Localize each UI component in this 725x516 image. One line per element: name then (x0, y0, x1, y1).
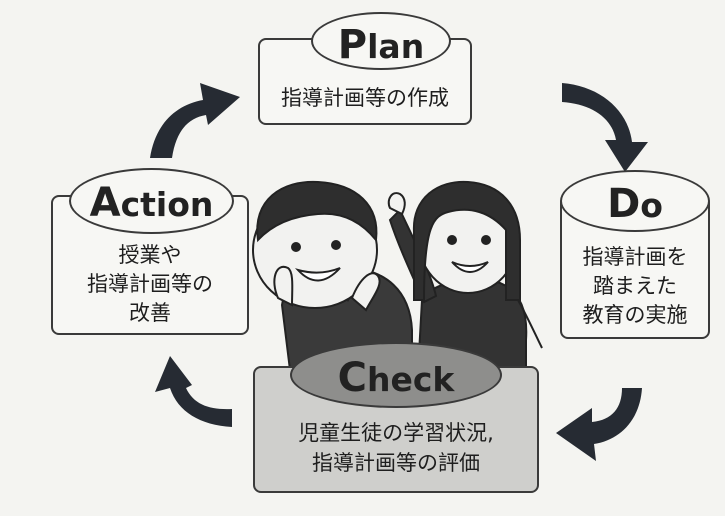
check-label-rest: heck (366, 360, 455, 399)
arrow-plan-to-do (562, 83, 648, 172)
action-label-rest: ction (120, 185, 214, 224)
action-label-initial: A (89, 180, 121, 226)
plan-label-rest: lan (367, 27, 425, 66)
check-text-line-2: 指導計画等の評価 (312, 451, 480, 475)
action-label: Action (69, 168, 234, 234)
do-label: Do (560, 170, 710, 232)
check-text-line-1: 児童生徒の学習状況, (298, 421, 494, 445)
action-text-line-3: 改善 (129, 301, 171, 325)
check-label-initial: C (337, 355, 367, 401)
do-text-line-1: 指導計画を (582, 245, 688, 269)
do-text-line-2: 踏まえた (593, 274, 677, 298)
check-label: Check (290, 342, 502, 408)
do-label-initial: D (607, 181, 641, 227)
do-label-rest: o (640, 186, 663, 225)
arrow-action-to-plan (150, 83, 240, 158)
action-text-line-1: 授業や (118, 243, 182, 267)
plan-label-initial: P (337, 22, 368, 68)
arrow-check-to-action (155, 356, 232, 427)
action-text-line-2: 指導計画等の (87, 272, 213, 296)
plan-text: 指導計画等の作成 (281, 86, 449, 110)
plan-label: Plan (311, 12, 451, 70)
arrow-do-to-check (556, 388, 642, 461)
do-text-line-3: 教育の実施 (582, 303, 688, 327)
